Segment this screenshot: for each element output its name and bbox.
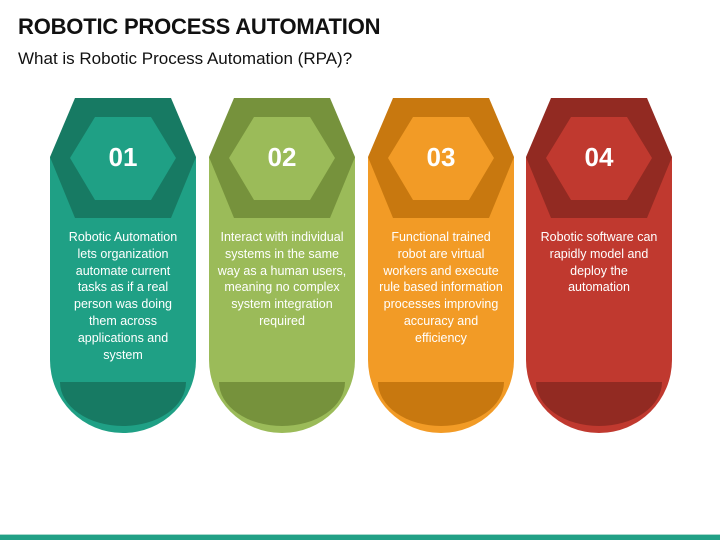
step-card-01: 01 Robotic Automation lets organization au… bbox=[50, 98, 196, 434]
slide-title: ROBOTIC PROCESS AUTOMATION bbox=[18, 14, 381, 39]
card-body bbox=[50, 157, 196, 433]
description-line: system integration bbox=[231, 297, 333, 312]
step-number: 01 bbox=[108, 142, 138, 172]
description-line: workers and execute bbox=[383, 263, 499, 278]
inner-hexagon bbox=[388, 117, 494, 200]
step-description: Robotic Automation lets organization autom… bbox=[54, 229, 192, 363]
description-line: way as a human users, bbox=[217, 263, 347, 278]
description-line: automation bbox=[568, 280, 630, 295]
step-number: 03 bbox=[426, 142, 456, 172]
step-description: Functional trained robot are virtual worke… bbox=[372, 229, 510, 347]
step-number: 04 bbox=[584, 142, 614, 172]
description-line: rapidly model and bbox=[549, 246, 649, 261]
description-line: Robotic software can bbox=[540, 230, 658, 244]
card-shape bbox=[50, 98, 196, 433]
description-line: robot are virtual bbox=[397, 246, 485, 261]
description-line: Functional trained bbox=[391, 230, 491, 244]
step-card-04: 04 Robotic software can rapidly model and… bbox=[526, 98, 672, 434]
card-bottom-band bbox=[60, 382, 186, 426]
step-card-02: 02 Interact with individual systems in th… bbox=[209, 98, 355, 434]
description-line: accuracy and bbox=[403, 313, 479, 328]
card-shape bbox=[368, 98, 514, 433]
card-shape bbox=[209, 98, 355, 433]
card-body bbox=[368, 157, 514, 433]
step-number: 02 bbox=[267, 142, 297, 172]
description-line: required bbox=[259, 313, 305, 328]
description-line: Interact with individual bbox=[220, 230, 344, 244]
description-line: deploy the bbox=[570, 263, 628, 278]
inner-hexagon bbox=[70, 117, 176, 200]
description-line: rule based information bbox=[379, 280, 503, 295]
description-line: person was doing bbox=[74, 297, 172, 312]
card-bottom-band bbox=[219, 382, 345, 426]
description-line: processes improving bbox=[383, 297, 499, 312]
slide-subtitle: What is Robotic Process Automation (RPA)… bbox=[18, 49, 353, 68]
description-line: efficiency bbox=[415, 330, 467, 345]
description-line: them across bbox=[88, 313, 158, 328]
description-line: tasks as if a real bbox=[77, 280, 169, 295]
card-body bbox=[209, 157, 355, 433]
description-line: applications and bbox=[77, 330, 169, 345]
inner-hexagon bbox=[229, 117, 335, 200]
description-line: lets organization bbox=[77, 246, 169, 261]
card-shape bbox=[526, 98, 672, 433]
description-line: system bbox=[103, 347, 143, 362]
bottom-accent-bar bbox=[0, 534, 720, 540]
step-description: Robotic software can rapidly model and dep… bbox=[530, 229, 668, 296]
card-body bbox=[526, 157, 672, 433]
description-line: systems in the same bbox=[225, 246, 339, 261]
description-line: automate current bbox=[75, 263, 171, 278]
description-line: meaning no complex bbox=[224, 280, 340, 295]
inner-hexagon bbox=[546, 117, 652, 200]
card-bottom-band bbox=[378, 382, 504, 426]
card-bottom-band bbox=[536, 382, 662, 426]
step-description: Interact with individual systems in the s… bbox=[213, 229, 351, 330]
description-line: Robotic Automation bbox=[68, 230, 178, 244]
step-card-03: 03 Functional trained robot are virtual wo… bbox=[368, 98, 514, 434]
